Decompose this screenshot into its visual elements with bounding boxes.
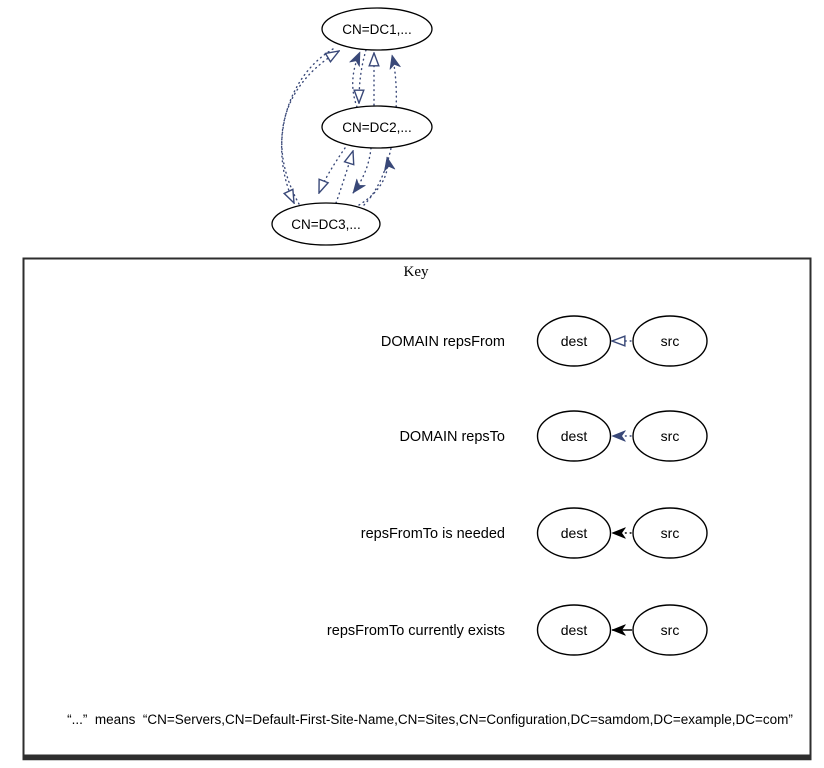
edge-dc2-dc3-repsfrom [319,147,346,193]
node-dc3 [271,202,381,246]
key-src-label: src [661,622,680,638]
key-dest-node [536,507,612,559]
edge-dc3-dc2-repsto [358,156,396,206]
key-dest-label: dest [561,525,588,541]
edge-dc3-dc2-repsfrom [335,151,353,204]
key-row-label: DOMAIN repsTo [399,429,505,445]
key-footnote: “...” means “CN=Servers,CN=Default-First… [67,712,793,727]
key-dest-node [536,410,612,462]
key-row-repsto: DOMAIN repsTo dest src [399,410,708,462]
key-title: Key [404,264,429,280]
key-src-node [632,315,708,367]
key-row-label: repsFromTo currently exists [327,623,505,639]
edge-dc1-dc3-repsfrom [281,48,334,203]
node-dc1-label: CN=DC1,... [342,22,411,37]
key-src-label: src [661,428,680,444]
key-dest-label: dest [561,428,588,444]
node-dc2 [321,105,433,149]
key-dest-node [536,315,612,367]
key-src-label: src [661,333,680,349]
key-src-node [632,604,708,656]
key-src-node [632,507,708,559]
key-src-label: src [661,525,680,541]
edge-dc2-dc3-repsto [352,147,372,194]
key-src-node [632,410,708,462]
node-dc2-label: CN=DC2,... [342,120,411,135]
node-dc1 [321,7,433,51]
edge-dc2-dc1-repsto [349,51,361,108]
key-dest-label: dest [561,622,588,638]
key-row-repsfromto-exists: repsFromTo currently exists dest src [327,604,708,656]
key-dest-label: dest [561,333,588,349]
key-dest-node [536,604,612,656]
key-row-repsfromto-needed: repsFromTo is needed dest src [361,507,708,559]
key-row-label: DOMAIN repsFrom [381,334,505,350]
node-dc3-label: CN=DC3,... [291,217,360,232]
key-row-repsfrom: DOMAIN repsFrom dest src [381,315,708,367]
key-row-label: repsFromTo is needed [361,526,505,542]
edge-dc1-dc2-repsfrom [359,49,367,103]
key-box [22,257,812,757]
